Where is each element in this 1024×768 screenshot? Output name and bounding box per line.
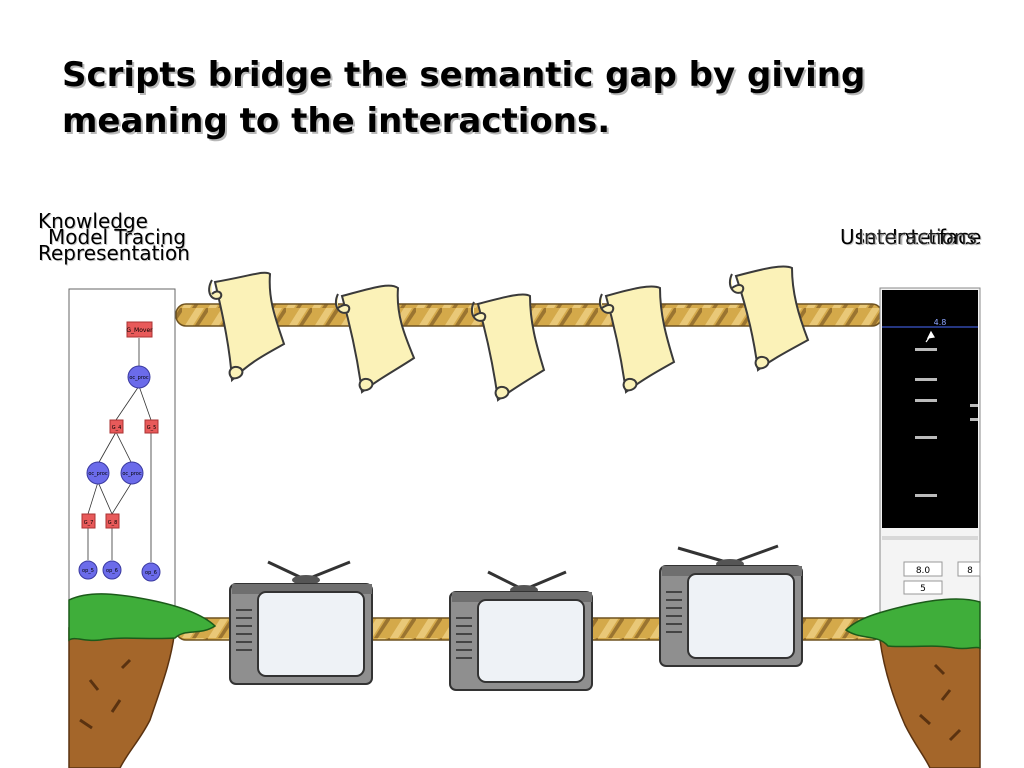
interface-tick-marks (915, 348, 978, 497)
svg-text:op_5: op_5 (82, 568, 94, 574)
svg-text:oc_proc: oc_proc (122, 471, 141, 477)
svg-text:oc_proc: oc_proc (129, 375, 148, 381)
scroll-icon (208, 271, 286, 383)
interface-top-value: 4.8 (934, 318, 947, 327)
svg-text:oc_proc: oc_proc (88, 471, 107, 477)
svg-text:G_5: G_5 (147, 425, 157, 431)
left-cliff (68, 593, 217, 768)
tv-icon (659, 544, 803, 667)
label-representation: Representation (38, 241, 190, 265)
label-knowledge: Knowledge (38, 209, 148, 233)
svg-text:G_Mover: G_Mover (126, 327, 153, 334)
interface-panel: 4.8 8.0 8 5 (879, 287, 981, 629)
tree-edges (87, 338, 152, 562)
tree-node-g-4: G_4 (109, 419, 124, 434)
tv-icon (449, 570, 593, 691)
tree-node-op-6b: op_6 (141, 562, 161, 582)
right-cliff (844, 598, 981, 768)
tree-node-g-mover: G_Mover (126, 321, 153, 338)
svg-text:op_6: op_6 (145, 570, 157, 576)
scroll-icon (728, 265, 810, 372)
title-line-1: Scripts bridge the semantic gap by givin… (62, 55, 866, 95)
label-user-interface: User Interface (840, 225, 982, 249)
svg-text:G_8: G_8 (108, 520, 118, 526)
label-interactions: Interactions (858, 225, 977, 249)
tree-node-op-6a: op_6 (102, 560, 122, 580)
interface-field-a: 8.0 (916, 566, 931, 576)
tree-node-oc-proc-1: oc_proc (127, 365, 151, 389)
label-model-tracing: Model Tracing (48, 225, 187, 249)
svg-text:G_7: G_7 (84, 520, 94, 526)
interface-field-c: 5 (920, 584, 926, 594)
svg-text:G_4: G_4 (112, 425, 122, 431)
tree-node-g-8: G_8 (105, 513, 120, 529)
tree-node-oc-proc-3: oc_proc (120, 461, 144, 485)
tree-node-oc-proc-2: oc_proc (86, 461, 110, 485)
cursor-icon (925, 330, 935, 343)
tv-icon (229, 560, 373, 685)
slide-title: Scripts bridge the semantic gap by givin… (62, 52, 962, 144)
knowledge-panel: G_Mover oc_proc G_4 G_5 oc_proc oc_proc … (68, 288, 176, 630)
scroll-icon (470, 293, 546, 402)
scroll-icon (598, 285, 676, 394)
tree-node-op-5: op_5 (78, 560, 98, 580)
tree-node-g-5: G_5 (144, 419, 159, 434)
svg-text:op_6: op_6 (106, 568, 118, 574)
tree-node-g-7: G_7 (81, 513, 96, 529)
title-line-2: meaning to the interactions. (62, 101, 611, 141)
scroll-icon (334, 284, 416, 394)
interface-field-b: 8 (967, 566, 973, 576)
